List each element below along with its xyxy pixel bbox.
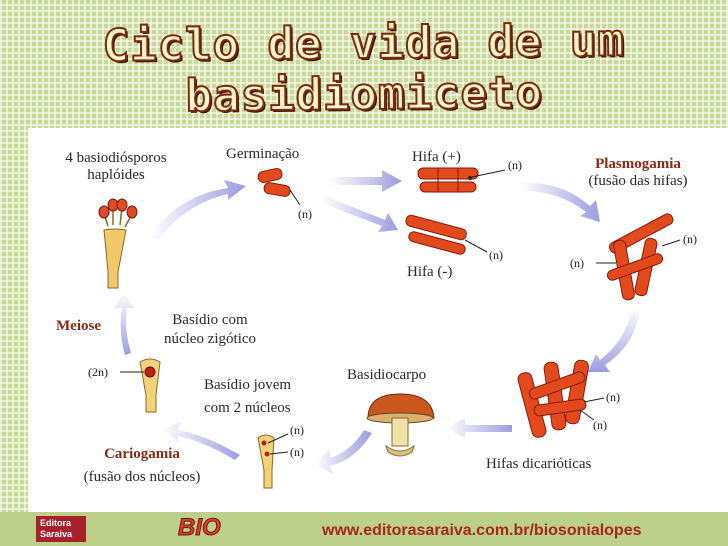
ploidy-germination: (n): [298, 207, 312, 221]
young-basidium-line1: Basídio jovem: [204, 377, 292, 393]
spores-label-line1: 4 basiodiósporos: [65, 150, 167, 166]
arrow-young-zygotic: [162, 422, 240, 460]
arrow-plasmogamy-dikaryotic: [588, 308, 640, 372]
ploidy-dikaryotic-1: (n): [606, 390, 620, 404]
zygotic-basidium-illustration: [120, 358, 161, 413]
germination-illustration: [257, 168, 301, 206]
arrow-germination-hypha-plus: [330, 170, 402, 192]
hypha-plus-illustration: [417, 167, 506, 193]
brand-logo: BIO: [178, 514, 222, 542]
germination-label: Germinação: [226, 146, 300, 162]
ploidy-plasmogamy-left: (n): [570, 256, 584, 270]
ploidy-dikaryotic-2: (n): [593, 418, 607, 432]
meiosis-label: Meiose: [56, 318, 101, 334]
arrow-spores-germination: [150, 180, 246, 240]
zygotic-basidium-line1: Basídio com: [172, 312, 248, 328]
spore-basidium-illustration: [98, 198, 138, 289]
hypha-minus-illustration: [405, 214, 488, 255]
hypha-minus-label: Hifa (-): [407, 264, 453, 280]
arrow-dikaryotic-basidiocarp: [446, 418, 512, 438]
spores-label: 4 basiodiósporos haplóides: [46, 150, 186, 184]
dikaryotic-hyphae-illustration: [517, 359, 605, 438]
young-basidium-illustration: [257, 433, 289, 489]
basidiocarp-label: Basidiocarpo: [347, 367, 427, 383]
ploidy-young-2: (n): [290, 445, 304, 459]
plasmogamy-subtitle: (fusão das hifas): [588, 173, 688, 189]
ploidy-hypha-minus: (n): [489, 248, 503, 262]
arrow-zygotic-spores: [114, 292, 134, 355]
diagram-panel: [28, 128, 728, 512]
plasmogamy-illustration: [596, 213, 681, 301]
zygotic-basidium-line2: núcleo zigótico: [163, 331, 257, 347]
arrow-basidiocarp-young: [314, 430, 372, 474]
plasmogamy-label: Plasmogamia (fusão das hifas): [568, 156, 708, 190]
ploidy-zygotic: (2n): [88, 365, 108, 379]
arrow-hypha-plasmogamy: [520, 182, 600, 222]
plasmogamy-title: Plasmogamia: [595, 156, 681, 172]
karyogamy-label: Cariogamia (fusão dos núcleos): [58, 446, 226, 486]
arrow-germination-hypha-minus: [322, 196, 398, 232]
ploidy-plasmogamy-right: (n): [683, 232, 697, 246]
footer-url[interactable]: www.editorasaraiva.com.br/biosonialopes: [322, 522, 642, 539]
young-basidium-label: Basídio jovem com 2 núcleos: [204, 377, 291, 417]
young-basidium-line2: com 2 núcleos: [204, 400, 291, 416]
dikaryotic-label: Hifas dicarióticas: [486, 456, 592, 472]
zygotic-basidium-label: Basídio com núcleo zigótico: [140, 312, 280, 348]
karyogamy-title: Cariogamia: [104, 446, 180, 462]
footer-bar: [0, 512, 728, 546]
publisher-logo: Editora Saraiva: [36, 516, 86, 542]
basidiocarp-illustration: [366, 393, 435, 457]
karyogamy-subtitle: (fusão dos núcleos): [83, 469, 201, 485]
ploidy-young-1: (n): [290, 423, 304, 437]
spores-label-line2: haplóides: [87, 167, 145, 183]
hypha-plus-label: Hifa (+): [412, 149, 461, 165]
ploidy-hypha-plus: (n): [508, 158, 522, 172]
